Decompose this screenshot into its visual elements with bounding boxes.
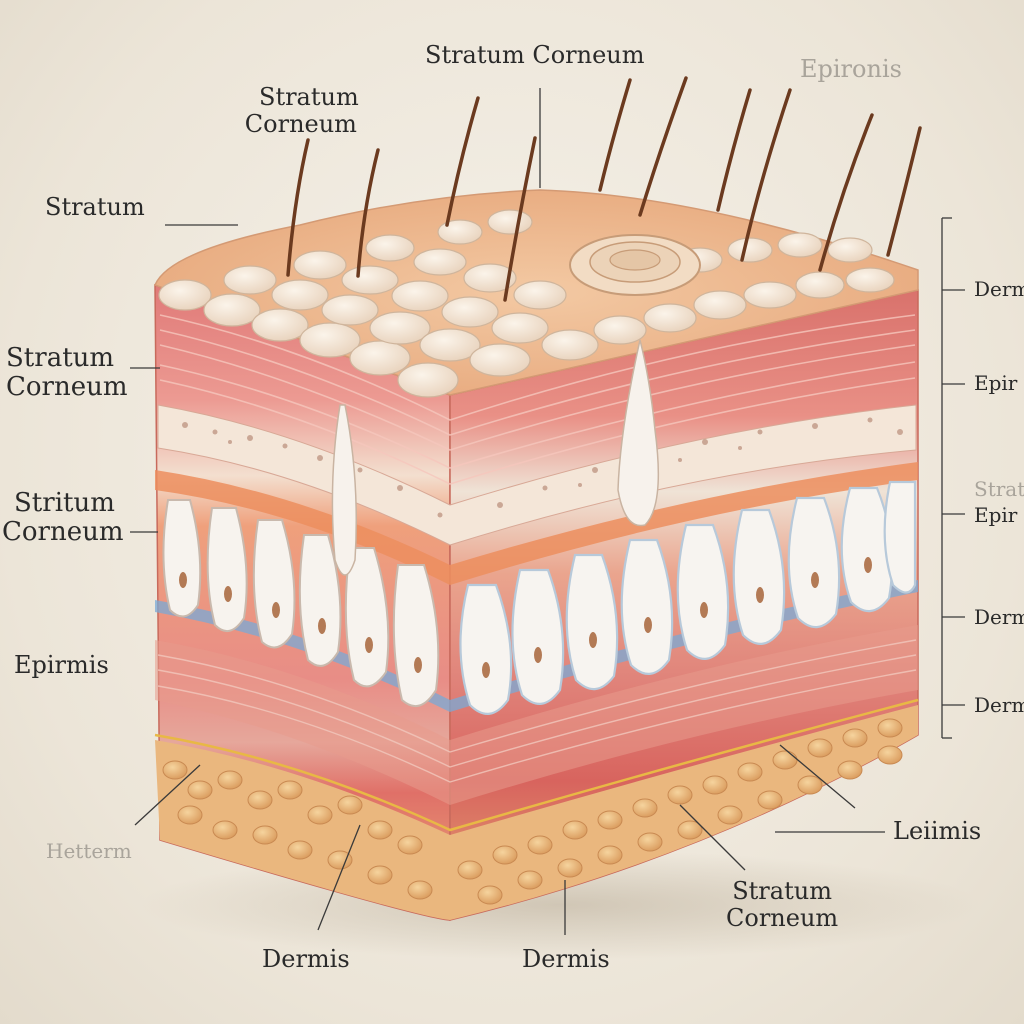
label-line-1: Stratum [6, 343, 115, 373]
label-stratum-corneum-left-mid: Stratum Corneum [6, 343, 128, 403]
hair-strands [286, 76, 922, 302]
label-stratum-corneum-bottom-right: Stratum Corneum [726, 878, 838, 932]
label-line-1: Stratum [732, 877, 832, 905]
subcutaneous-fat [155, 705, 918, 920]
label-line-1: Stratum [259, 83, 359, 111]
label-stratum-corneum-top: Stratum Corneum [425, 41, 645, 69]
label-hetterm-faint: Hetterm [46, 839, 132, 863]
dermal-papillae-side [459, 480, 917, 715]
sweat-pore [569, 234, 701, 296]
label-leiimis-right: Leiimis [893, 817, 982, 845]
label-epir-right-2: Epir [974, 371, 1018, 395]
label-epir-right-3: Epir [974, 503, 1018, 527]
sweat-ducts [331, 339, 660, 576]
label-dermis-bottom-center: Dermis [522, 945, 610, 973]
label-line-2: Corneum [244, 109, 357, 138]
basal-layer [155, 462, 918, 585]
label-strat-right-faint: Strat [974, 477, 1024, 501]
label-dermis-bottom-left: Dermis [262, 945, 350, 973]
granular-layer [157, 404, 917, 546]
label-epirmis-left: Epirmis [14, 651, 109, 679]
label-line-1: Stritum [14, 488, 115, 518]
nerve-line [154, 698, 919, 832]
label-stratum-corneum-upper-left: Stratum Corneum [245, 83, 359, 138]
label-derm-right-1: Derm [974, 277, 1024, 301]
label-derm-right-4: Derm [974, 605, 1024, 629]
label-line-2: Corneum [726, 903, 839, 932]
label-derm-right-5: Derm [974, 693, 1024, 717]
label-line-2: Corneum [2, 517, 124, 548]
dermis-fibers [157, 639, 917, 783]
reticular-dermis [155, 625, 918, 805]
label-stritum-corneum-left-lower: Stritum Corneum [2, 488, 124, 547]
leader-lines [130, 88, 965, 935]
epidermis-striations [159, 314, 916, 485]
label-stratum-left: Stratum [45, 193, 145, 221]
label-line-2: Corneum [6, 372, 128, 403]
label-epironis-faint: Epironis [800, 55, 902, 83]
dermal-papillae-front [162, 499, 440, 708]
stratum-corneum-cells [158, 209, 895, 398]
